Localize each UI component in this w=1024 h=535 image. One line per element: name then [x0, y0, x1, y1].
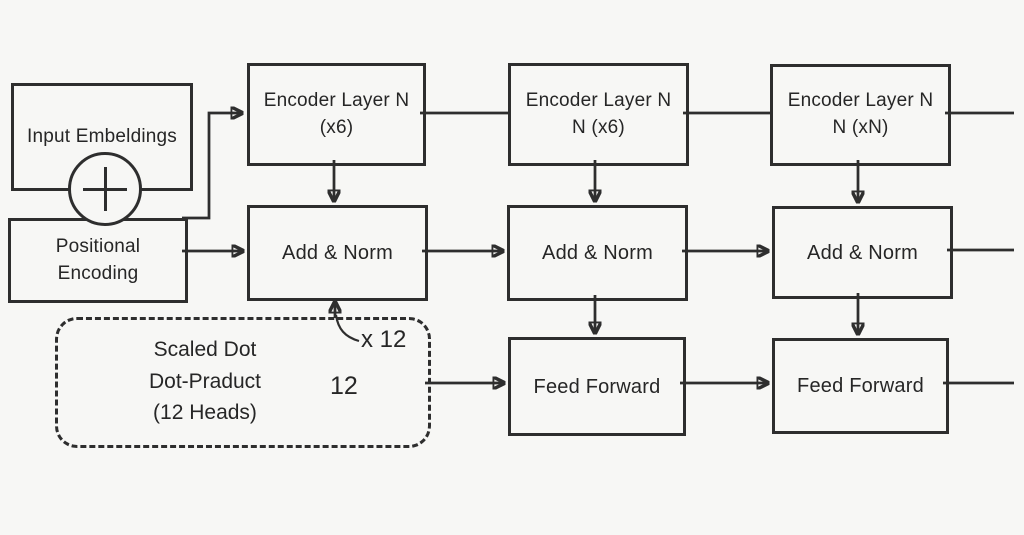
heads-count-label: 12	[330, 372, 358, 400]
encoder-layer-3-box: Encoder Layer N N (xN)	[770, 64, 951, 166]
encoder-layer-2-label-line1: Encoder Layer N	[525, 89, 672, 111]
encoder-layer-1-label-line1: Encoder Layer N	[263, 89, 410, 111]
feed-forward-3-box: Feed Forward	[772, 338, 949, 434]
add-norm-2-label: Add & Norm	[542, 242, 653, 264]
add-norm-1-label: Add & Norm	[282, 242, 393, 264]
encoder-layer-1-box: Encoder Layer N (x6)	[247, 63, 426, 166]
scaled-dot-product-label-line1: Scaled Dot	[153, 338, 257, 361]
add-norm-3-label: Add & Norm	[807, 241, 918, 264]
feed-forward-2-box: Feed Forward	[508, 337, 686, 436]
encoder-layer-3-label-line1: Encoder Layer N	[787, 90, 934, 112]
sum-junction	[68, 152, 142, 226]
add-norm-3-box: Add & Norm	[772, 206, 953, 299]
add-norm-2-box: Add & Norm	[507, 205, 688, 301]
encoder-layer-1-label-line2: (x6)	[319, 116, 354, 138]
scaled-dot-product-label-line2: Dot-Praduct	[148, 369, 262, 393]
x12-annotation-label: x 12	[361, 326, 407, 353]
encoder-layer-2-label-line2: N (x6)	[572, 116, 625, 138]
positional-encoding-label-line1: Positional	[55, 235, 141, 257]
positional-encoding-label-line2: Encoding	[57, 262, 139, 284]
positional-encoding-box: Positional Encoding	[8, 218, 188, 303]
scaled-dot-product-label: Scaled Dot Dot-Praduct (12 Heads)	[60, 334, 350, 429]
plus-icon	[103, 167, 107, 211]
scaled-dot-product-label-line3: (12 Heads)	[153, 401, 257, 424]
encoder-layer-3-label-line2: N (xN)	[832, 117, 889, 138]
feed-forward-3-label: Feed Forward	[797, 375, 924, 397]
input-embeddings-label: Input Embeldings	[26, 125, 177, 147]
encoder-layer-2-box: Encoder Layer N N (x6)	[508, 63, 689, 166]
add-norm-1-box: Add & Norm	[247, 205, 428, 301]
feed-forward-2-label: Feed Forward	[533, 375, 661, 398]
